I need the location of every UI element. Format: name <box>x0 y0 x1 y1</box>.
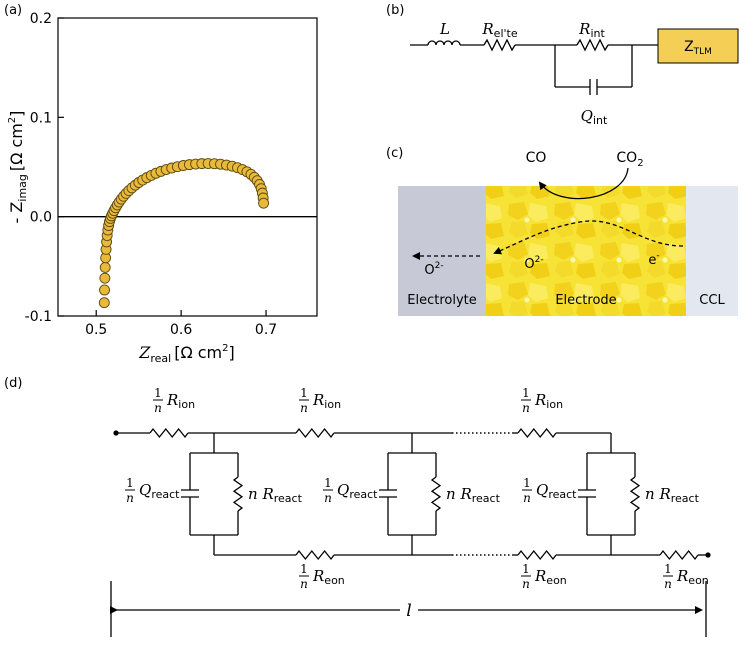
label-r-eon: 1n Reon <box>521 562 567 591</box>
svg-text:1: 1 <box>522 562 530 576</box>
nyquist-plot: 0.5 0.6 0.7 -0.1 0.0 0.1 0.2 Zreal[Ω cm2] - Zi… <box>7 11 318 365</box>
svg-text:Qreact: Qreact <box>536 481 577 501</box>
label-q-int: Qint <box>581 107 608 127</box>
resistor-r-electrolyte <box>483 38 516 52</box>
resistor-r-react <box>430 476 442 512</box>
label-co2: CO2 <box>616 150 643 169</box>
label-r-electrolyte: Rel'te <box>481 20 517 40</box>
label-electrolyte: Electrolyte <box>407 293 476 308</box>
rq-element: 1n Qreact n Rreact <box>323 433 501 555</box>
resistor-r-eon <box>659 549 699 561</box>
svg-text:1: 1 <box>126 476 134 490</box>
electron-path-arrow <box>493 220 684 255</box>
svg-text:n: n <box>300 577 308 591</box>
svg-text:1: 1 <box>664 562 672 576</box>
label-q-react: 1n Qreact <box>522 476 577 505</box>
y-tick-label: 0.2 <box>30 11 52 27</box>
label-electrode: Electrode <box>555 293 616 308</box>
svg-text:Reon: Reon <box>676 567 709 587</box>
svg-text:1: 1 <box>324 476 332 490</box>
label-co: CO <box>526 150 547 166</box>
svg-text:Qreact: Qreact <box>139 481 180 501</box>
electrode-schematic: CO CO2 O2- O2- e- Electrolyte Electrode … <box>398 150 738 316</box>
y-tick-label: 0.1 <box>30 110 52 126</box>
plot-frame <box>57 17 318 317</box>
co2-to-co-arrow <box>538 167 629 200</box>
y-tick-label: 0.0 <box>30 210 52 226</box>
data-point <box>99 272 111 284</box>
panel-label-a: (a) <box>4 3 22 18</box>
svg-text:1: 1 <box>522 386 530 400</box>
label-r-react: n Rreact <box>248 485 303 505</box>
label-r-eon: 1n Reon <box>663 562 709 591</box>
label-ccl: CCL <box>699 293 725 308</box>
label-r-react: n Rreact <box>645 485 700 505</box>
svg-text:1: 1 <box>300 562 308 576</box>
label-r-ion: 1n Rion <box>521 386 563 415</box>
z-tlm-box <box>657 28 739 64</box>
label-electron: e- <box>648 251 659 268</box>
rq-element: 1n Qreact n Rreact <box>125 433 303 555</box>
svg-text:n: n <box>324 491 332 505</box>
data-point <box>99 284 110 296</box>
label-r-eon: 1n Reon <box>299 562 345 591</box>
y-tick-label: -0.1 <box>25 309 52 325</box>
label-q-react: 1n Qreact <box>323 476 378 505</box>
label-r-int: Rint <box>578 20 605 40</box>
data-point <box>258 197 270 209</box>
x-tick-label: 0.6 <box>170 322 192 338</box>
resistor-r-ion <box>517 427 557 439</box>
y-axis-label: - Zimag[Ω cm2] <box>7 111 29 224</box>
resistor-r-eon <box>295 549 335 561</box>
svg-text:Rion: Rion <box>312 391 341 411</box>
x-tick-label: 0.5 <box>85 322 107 338</box>
panel-label-b: (b) <box>386 3 404 18</box>
data-point <box>99 261 111 273</box>
svg-text:1: 1 <box>523 476 531 490</box>
svg-text:n: n <box>126 491 134 505</box>
svg-text:n: n <box>522 401 530 415</box>
x-tick-label: 0.7 <box>255 322 277 338</box>
panel-label-d: (d) <box>4 376 22 391</box>
panel-label-c: (c) <box>386 146 403 161</box>
svg-text:Rion: Rion <box>534 391 563 411</box>
label-o2-left: O2- <box>424 261 443 278</box>
resistor-r-ion <box>295 427 335 439</box>
rq-element: 1n Qreact n Rreact <box>522 433 700 555</box>
svg-text:1: 1 <box>300 386 308 400</box>
svg-text:1: 1 <box>154 386 162 400</box>
label-r-ion: 1n Rion <box>299 386 341 415</box>
svg-text:n: n <box>523 491 531 505</box>
label-o2-right: O2- <box>524 255 543 272</box>
data-points <box>98 158 270 309</box>
data-point <box>98 297 110 309</box>
label-length: l <box>406 601 411 621</box>
svg-text:Reon: Reon <box>312 567 345 587</box>
equivalent-circuit-b: L Rel'te Rint Qint ZTLM <box>410 20 739 127</box>
x-axis-label: Zreal[Ω cm2] <box>138 343 235 365</box>
inductor-L <box>427 40 461 46</box>
electrode-region <box>486 186 686 316</box>
resistor-r-react <box>629 476 641 512</box>
svg-text:Rion: Rion <box>166 391 195 411</box>
label-r-ion: 1n Rion <box>153 386 195 415</box>
svg-text:n: n <box>522 577 530 591</box>
label-q-react: 1n Qreact <box>125 476 180 505</box>
svg-text:Qreact: Qreact <box>337 481 378 501</box>
label-z-tlm: ZTLM <box>684 39 712 57</box>
svg-text:n: n <box>300 401 308 415</box>
electrolyte-region <box>398 186 486 316</box>
label-r-react: n Rreact <box>446 485 501 505</box>
resistor-r-eon <box>517 549 557 561</box>
svg-text:n: n <box>664 577 672 591</box>
resistor-r-react <box>232 476 244 512</box>
svg-text:n: n <box>154 401 162 415</box>
label-l: L <box>439 20 450 38</box>
svg-text:Reon: Reon <box>534 567 567 587</box>
resistor-r-ion <box>149 427 189 439</box>
resistor-r-int <box>576 38 609 52</box>
ccl-region <box>686 186 738 316</box>
